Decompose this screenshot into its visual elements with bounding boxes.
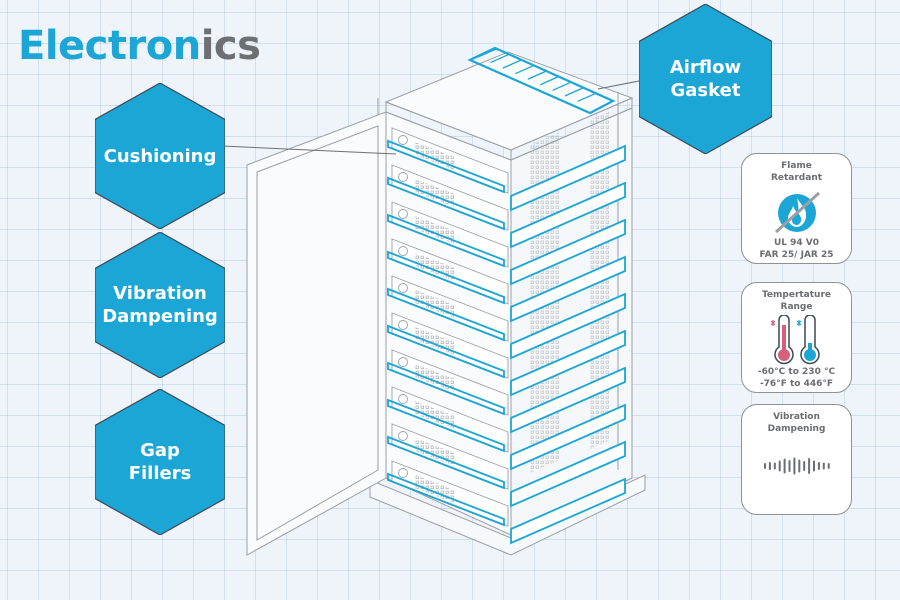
cushioning-connector-line (221, 145, 397, 155)
gasket-slat (502, 59, 522, 69)
hot-thermometer-icon (770, 315, 794, 365)
card-title: Tempertature Range (761, 290, 832, 312)
card-title: Vibration Dampening (767, 412, 826, 434)
gasket-slat (539, 76, 559, 86)
page-title: Electronics (18, 22, 261, 70)
gasket-slat (552, 81, 571, 91)
card-temperature-range: Tempertature Range -60°C to 230 °C -76°F… (741, 282, 852, 393)
title-part-blue: Electron (18, 23, 201, 69)
card-body: -60°C to 230 °C -76°F to 446°F (757, 367, 836, 389)
hex-airflow (639, 4, 772, 154)
gasket-slat (577, 92, 596, 103)
hex-cushioning (95, 83, 225, 229)
gasket-slat (564, 87, 584, 97)
card-vibration-dampening: Vibration Dampening (741, 404, 852, 515)
gasket-slats (477, 48, 596, 103)
gasket-slat (490, 53, 509, 64)
server-unit (387, 312, 626, 397)
airflow-gasket-outline (467, 46, 616, 115)
server-unit (387, 349, 626, 434)
gasket-slat (527, 70, 547, 80)
flame-icon (774, 191, 820, 234)
server-units (387, 127, 626, 545)
gasket-slat (477, 48, 497, 58)
server-unit (387, 386, 626, 471)
waveform-icon (763, 457, 830, 475)
airflow-connector-line (597, 79, 645, 90)
server-unit (387, 238, 626, 323)
hex-vibration (95, 232, 225, 378)
server-unit (387, 164, 626, 249)
card-title: Flame Retardant (770, 161, 823, 183)
server-unit (387, 201, 626, 286)
server-unit (387, 460, 626, 545)
hex-gap-fillers (95, 389, 225, 535)
thermometer-icon (770, 315, 820, 365)
server-unit (387, 423, 626, 508)
server-unit (387, 275, 626, 360)
title-part-gray: ics (200, 23, 261, 69)
card-body: UL 94 V0 FAR 25/ JAR 25 (759, 238, 834, 260)
gasket-slat (515, 65, 534, 75)
server-unit (387, 127, 626, 212)
card-flame-retardant: Flame Retardant UL 94 V0 FAR 25/ JAR 25 (741, 153, 852, 264)
cold-thermometer-icon (796, 315, 820, 365)
rack-door (246, 111, 387, 556)
